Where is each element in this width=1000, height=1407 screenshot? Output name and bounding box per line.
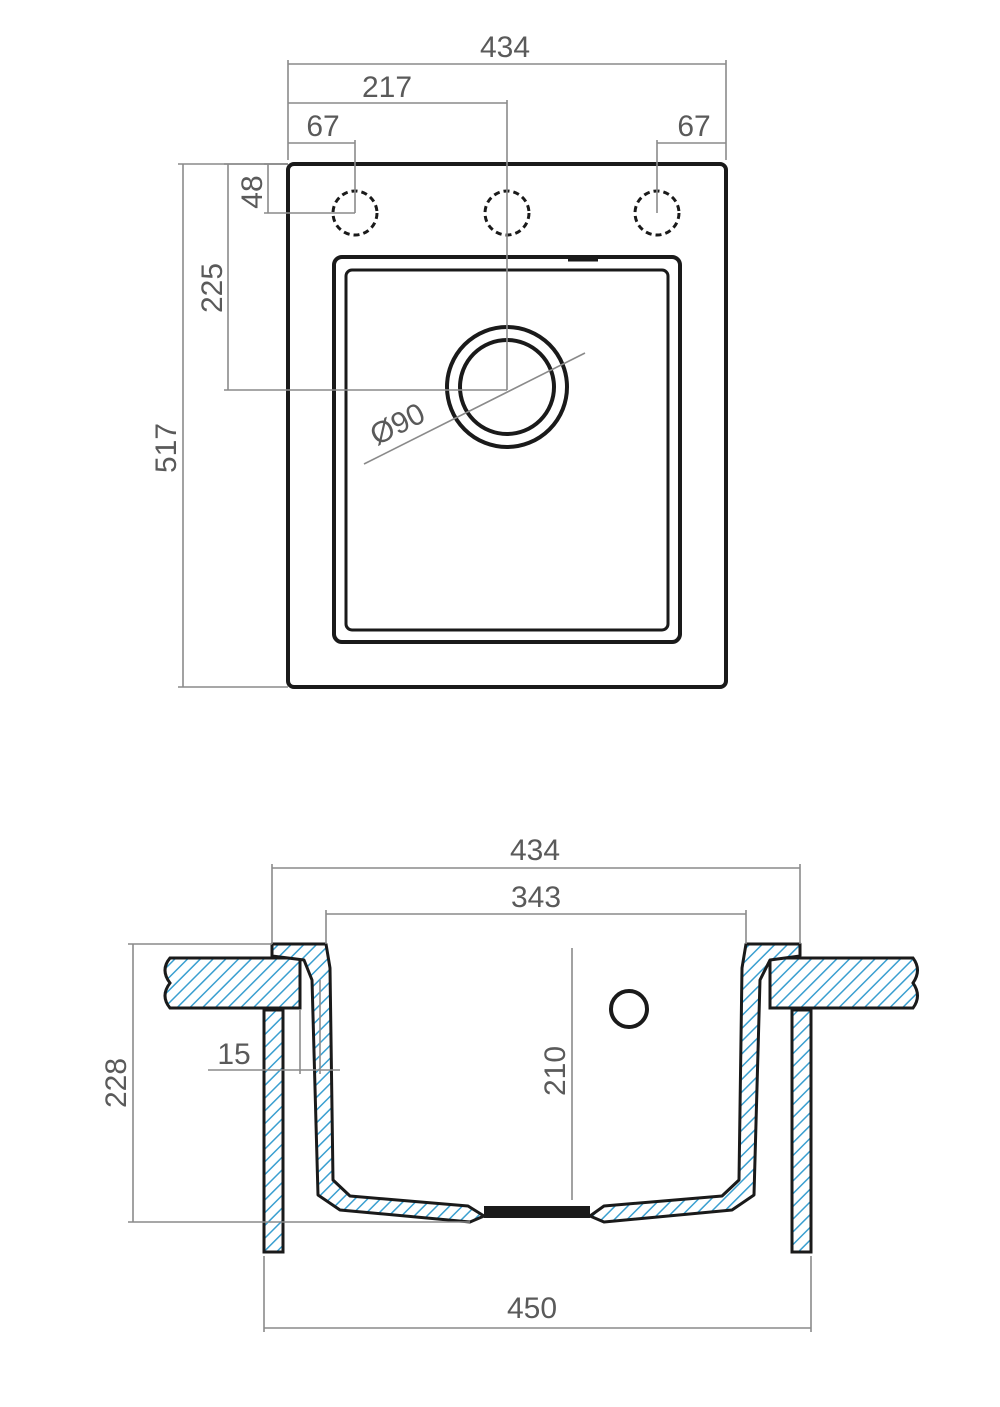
dim-section-cabinet-width: 450: [263, 1256, 812, 1332]
dim-label: 67: [677, 110, 710, 143]
dim-section-bowl-width: 343: [325, 881, 747, 944]
dim-section-bowl-depth: 210: [539, 948, 573, 1200]
drain-outlet: [484, 1206, 590, 1218]
dim-label: 434: [510, 834, 560, 867]
dim-label: 517: [150, 423, 183, 473]
dim-label: 228: [100, 1058, 133, 1108]
dim-top-right-tap-offset: 67: [656, 110, 726, 213]
dim-top-center-offset: 217: [288, 71, 508, 390]
top-view: 434 217 67 67 48: [150, 31, 728, 689]
dim-top-drain-from-edge: 225: [196, 163, 507, 391]
section-view: 434 343 210 228 15: [100, 834, 919, 1332]
dim-label: 225: [196, 263, 229, 313]
dim-section-overall-width: 434: [271, 834, 801, 944]
dim-section-overall-height: 228: [100, 943, 470, 1223]
dim-label: 210: [539, 1046, 572, 1096]
dim-label: 434: [480, 31, 530, 64]
dim-label: 343: [511, 881, 561, 914]
dim-top-overall-length: 517: [150, 163, 288, 688]
dim-top-left-tap-offset: 67: [288, 110, 356, 213]
dim-section-rim-thickness: 15: [208, 980, 340, 1074]
sink-section-right-wall: [588, 942, 802, 1224]
dim-label: 450: [507, 1292, 557, 1325]
dim-label: 67: [306, 110, 339, 143]
dim-label: 217: [362, 71, 412, 104]
dim-label: 48: [236, 175, 269, 208]
cabinet-panel-right: [790, 1008, 813, 1254]
sink-section-left-wall: [270, 942, 486, 1224]
worktop-right: [768, 956, 919, 1010]
worktop-left: [163, 956, 302, 1010]
dim-top-tap-from-edge: 48: [236, 163, 355, 214]
cabinet-panel-left: [262, 1008, 285, 1254]
overflow-hole-icon: [609, 989, 649, 1029]
dim-label: Ø90: [365, 397, 431, 452]
dim-label: 15: [217, 1038, 250, 1071]
dim-top-drain-diameter: Ø90: [363, 352, 586, 465]
